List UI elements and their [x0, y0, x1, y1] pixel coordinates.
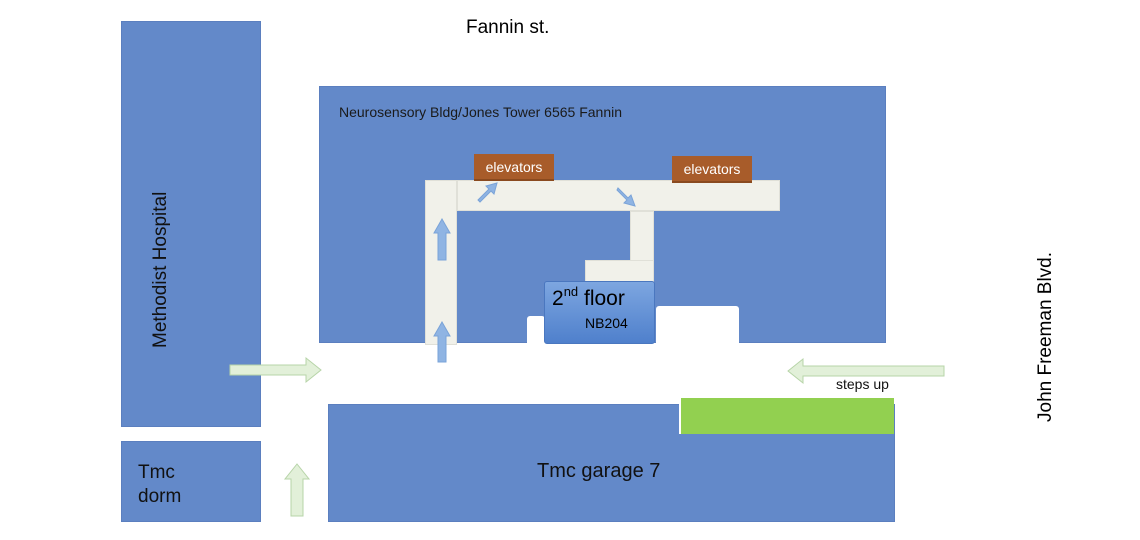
- entrance-notch-right: [656, 306, 739, 346]
- methodist-hospital-building: [121, 21, 261, 427]
- tmc-dorm-label-line1: Tmc: [138, 462, 175, 483]
- floor-label: 2nd floor: [552, 284, 625, 311]
- corridor-branch-down: [630, 211, 654, 261]
- main-corridor-horizontal: [457, 180, 780, 211]
- entrance-notch-left: [527, 316, 545, 346]
- path-arrow-up-lower-icon: [433, 320, 451, 363]
- entry-arrow-up-icon: [283, 463, 311, 517]
- entry-arrow-left-icon: [787, 357, 945, 385]
- floor-word: floor: [584, 287, 625, 310]
- entry-arrow-right-icon: [229, 356, 322, 384]
- elevators-left: elevators: [474, 154, 554, 181]
- tmc-garage-7-label: Tmc garage 7: [537, 460, 661, 482]
- floor-number: 2: [552, 287, 564, 310]
- neurosensory-building-label: Neurosensory Bldg/Jones Tower 6565 Fanni…: [339, 104, 623, 120]
- tmc-dorm-label-line2: dorm: [138, 486, 182, 507]
- path-arrow-up-upper-icon: [433, 217, 451, 261]
- tmc-dorm-label: Tmc dorm: [138, 461, 181, 509]
- room-number-label: NB204: [585, 315, 628, 331]
- floor-suffix: nd: [563, 284, 579, 299]
- fannin-street-label: Fannin st.: [466, 17, 550, 38]
- main-corridor-vertical: [425, 180, 457, 345]
- path-arrow-to-left-elevators-icon: [477, 182, 498, 203]
- steps-up-overlay: [679, 398, 894, 434]
- steps-up-label: steps up: [836, 376, 889, 392]
- tmc-dorm-building: [121, 441, 261, 522]
- path-arrow-to-branch-icon: [616, 187, 636, 207]
- elevators-right: elevators: [672, 156, 752, 183]
- second-floor-nb204-box: 2nd floor NB204: [544, 281, 655, 344]
